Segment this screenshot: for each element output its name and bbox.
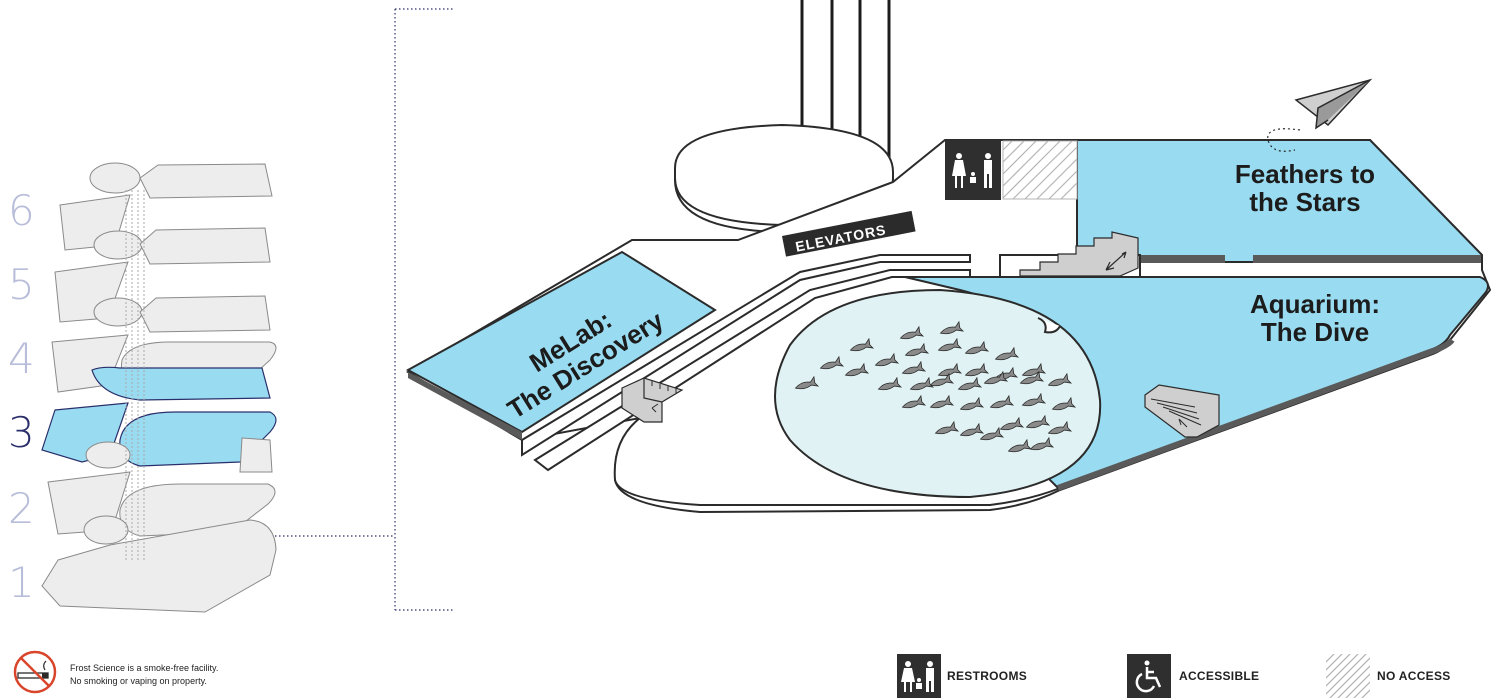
smoke-free-line1: Frost Science is a smoke-free facility.: [70, 663, 219, 673]
smoke-free-notice: Frost Science is a smoke-free facility. …: [70, 662, 218, 688]
floor-number-6[interactable]: 6: [8, 186, 35, 235]
floor-number-3-active[interactable]: 3: [8, 408, 35, 457]
legend-no-access-label: NO ACCESS: [1377, 669, 1451, 683]
fish-icon: [989, 394, 1015, 409]
fish-icon: [901, 394, 927, 409]
fish-icon: [957, 376, 983, 391]
floor-number-5[interactable]: 5: [8, 260, 35, 309]
no-access-hatch-icon: [1326, 654, 1370, 698]
floor-3-plan: [405, 0, 1492, 514]
fish-icon: [849, 337, 875, 352]
feathers-zone-name: Feathers to: [1234, 159, 1376, 189]
fish-icon: [874, 352, 900, 367]
fish-icon: [929, 394, 955, 409]
fish-icon: [1047, 372, 1073, 387]
fish-icon: [979, 426, 1005, 441]
wheelchair-icon: [1127, 654, 1171, 698]
fish-icon: [794, 375, 820, 390]
legend-accessible-label: ACCESSIBLE: [1179, 669, 1260, 683]
fish-icon: [1021, 362, 1047, 377]
melab-zone-shape[interactable]: [405, 250, 717, 440]
fish-icon: [929, 372, 955, 387]
floor-1-shape[interactable]: [41, 515, 277, 613]
fish-icon: [1007, 438, 1033, 453]
aquarium-zone-name: Aquarium:: [1250, 289, 1380, 319]
fish-icon: [983, 370, 1009, 385]
floor-number-1[interactable]: 1: [8, 558, 35, 607]
floor-number-4[interactable]: 4: [8, 334, 35, 383]
no-access-hatch-area: [1002, 140, 1078, 200]
floor-stack-diagram: [41, 162, 277, 613]
fish-icon: [959, 396, 985, 411]
fish-icon: [1047, 420, 1073, 435]
paper-plane-icon: [1267, 78, 1373, 152]
stairs-icon[interactable]: [621, 377, 684, 423]
stairs-icon[interactable]: [1019, 231, 1139, 277]
fish-icon: [1029, 436, 1055, 451]
aquarium-zone-label[interactable]: Aquarium: The Dive: [1220, 290, 1410, 346]
smoke-free-line2: No smoking or vaping on property.: [70, 676, 207, 686]
fish-icon: [934, 420, 960, 435]
feathers-zone-shape[interactable]: [1076, 139, 1483, 263]
fish-school: [794, 320, 1077, 453]
fish-icon: [937, 337, 963, 352]
fish-icon: [994, 346, 1020, 361]
fish-icon: [844, 362, 870, 377]
fish-icon: [877, 376, 903, 391]
no-smoking-icon: [13, 650, 57, 694]
fish-icon: [964, 340, 990, 355]
stairs-icon[interactable]: [1144, 384, 1220, 438]
aquarium-zone-subtitle: The Dive: [1260, 317, 1370, 348]
fish-icon: [819, 355, 845, 370]
floor-connector-bracket: [275, 8, 453, 611]
restroom-icon: [897, 654, 941, 698]
feathers-zone-subtitle: the Stars: [1249, 187, 1361, 218]
feathers-zone-label[interactable]: Feathers to the Stars: [1210, 160, 1400, 216]
floor-6-shape[interactable]: [59, 162, 273, 251]
fish-icon: [1019, 370, 1045, 385]
fish-icon: [904, 342, 930, 357]
fish-icon: [939, 320, 965, 335]
floor-number-2[interactable]: 2: [8, 484, 35, 533]
fish-icon: [999, 416, 1025, 431]
aquarium-tank: [774, 288, 1102, 499]
floor-3-shape[interactable]: [41, 366, 277, 467]
fish-icon: [1025, 414, 1051, 429]
fish-icon: [964, 362, 990, 377]
restroom-icon: [952, 153, 992, 188]
fish-icon: [1051, 396, 1077, 411]
fish-icon: [937, 362, 963, 377]
fish-icon: [909, 376, 935, 391]
fish-icon: [1021, 392, 1047, 407]
fish-icon: [901, 360, 927, 375]
fish-icon: [959, 422, 985, 437]
fish-icon: [899, 325, 925, 340]
legend-restrooms-label: RESTROOMS: [947, 669, 1028, 683]
